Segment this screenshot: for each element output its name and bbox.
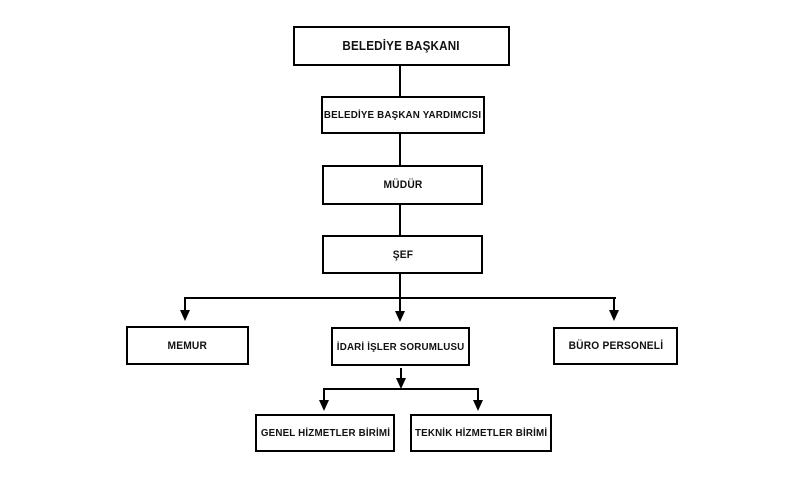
org-node-label: TEKNİK HİZMETLER BİRİMİ [414, 427, 548, 439]
branch-line-idari [323, 388, 479, 390]
arrowhead-down-icon [395, 311, 405, 322]
org-node-label: ŞEF [392, 248, 413, 261]
org-node-label: İDARİ İŞLER SORUMLUSU [336, 340, 465, 353]
connector-baskan-yardimci [399, 66, 401, 96]
arrowhead-down-icon [396, 378, 406, 389]
org-node-label: BELEDİYE BAŞKANI [342, 39, 461, 53]
org-node-label: GENEL HİZMETLER BİRİMİ [260, 427, 390, 439]
org-node-teknik-hizmetler-birimi: TEKNİK HİZMETLER BİRİMİ [410, 414, 552, 452]
org-node-genel-hizmetler-birimi: GENEL HİZMETLER BİRİMİ [255, 414, 395, 452]
arrowhead-down-icon [473, 400, 483, 411]
connector-yardimci-mudur [399, 134, 401, 165]
connector-branch-teknik [477, 390, 479, 400]
org-node-buro-personeli: BÜRO PERSONELİ [553, 327, 678, 365]
org-node-label: BELEDİYE BAŞKAN YARDIMCISI [324, 109, 482, 121]
org-node-belediye-baskani: BELEDİYE BAŞKANI [293, 26, 510, 66]
connector-branch-idari [399, 297, 401, 311]
arrowhead-down-icon [609, 310, 619, 321]
org-node-belediye-baskan-yardimcisi: BELEDİYE BAŞKAN YARDIMCISI [321, 96, 485, 134]
org-node-memur: MEMUR [126, 326, 249, 365]
connector-branch-genel [323, 390, 325, 400]
org-node-label: MÜDÜR [382, 179, 423, 191]
org-node-label: BÜRO PERSONELİ [568, 340, 663, 352]
connector-idari-branch [400, 368, 402, 378]
arrowhead-down-icon [180, 310, 190, 321]
org-node-mudur: MÜDÜR [322, 165, 483, 205]
org-node-label: MEMUR [167, 339, 208, 352]
org-node-sef: ŞEF [322, 235, 483, 274]
connector-branch-memur [184, 297, 186, 310]
org-node-idari-isler-sorumlusu: İDARİ İŞLER SORUMLUSU [331, 327, 470, 366]
arrowhead-down-icon [319, 400, 329, 411]
connector-branch-buro [613, 297, 615, 310]
connector-mudur-sef [399, 205, 401, 235]
connector-sef-branch [399, 274, 401, 298]
